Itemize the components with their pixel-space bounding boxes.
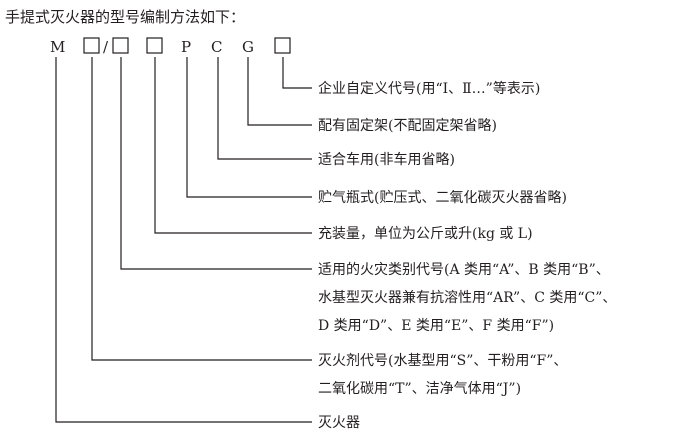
connector-charge-amount: [154, 57, 312, 234]
code-letter-p: P: [181, 38, 191, 56]
code-prefix-m: M: [50, 38, 65, 56]
connector-extinguisher: [55, 57, 312, 423]
placeholder-box-charge: [146, 37, 163, 54]
code-letter-g: G: [242, 38, 254, 56]
desc-custom-code: 企业自定义代号(用“Ⅰ、Ⅱ…”等表示): [318, 80, 540, 97]
desc-charge-amount: 充装量，单位为公斤或升(kg 或 L): [318, 226, 533, 242]
desc-fixed-rack: 配有固定架(不配固定架省略): [318, 118, 497, 134]
desc-agent-code-line-2: 二氧化碳用“T”、洁净气体用“J”): [318, 381, 521, 397]
placeholder-box-agent: [83, 37, 100, 54]
desc-vehicle-use: 适合车用(非车用省略): [318, 151, 455, 168]
connector-vehicle-use: [217, 57, 312, 160]
connector-agent-code: [91, 57, 312, 361]
placeholder-box-fire-class: [112, 37, 129, 54]
connector-custom-code: [282, 57, 312, 89]
desc-agent-code-line-1: 灭火剂代号(水基型用“S”、干粉用“F”、: [318, 352, 567, 369]
connector-fixed-rack: [247, 57, 312, 126]
desc-fire-class-line-1: 适用的火灾类别代号(A 类用“A”、B 类用“B”、: [318, 261, 610, 278]
desc-fire-class-line-3: D 类用“D”、E 类用“E”、F 类用“F”): [318, 318, 554, 334]
desc-extinguisher: 灭火器: [318, 415, 360, 431]
placeholder-box-custom: [274, 37, 291, 54]
code-slash: /: [103, 38, 109, 56]
desc-cylinder: 贮气瓶式(贮压式、二氧化碳灭火器省略): [318, 190, 567, 206]
code-letter-c: C: [211, 38, 222, 56]
desc-fire-class-line-2: 水基型灭火器兼有抗溶性用“AR”、C 类用“C”、: [318, 289, 616, 306]
connector-cylinder: [186, 57, 312, 198]
page-title: 手提式灭火器的型号编制方法如下：: [5, 8, 245, 26]
connector-fire-class: [120, 57, 312, 270]
